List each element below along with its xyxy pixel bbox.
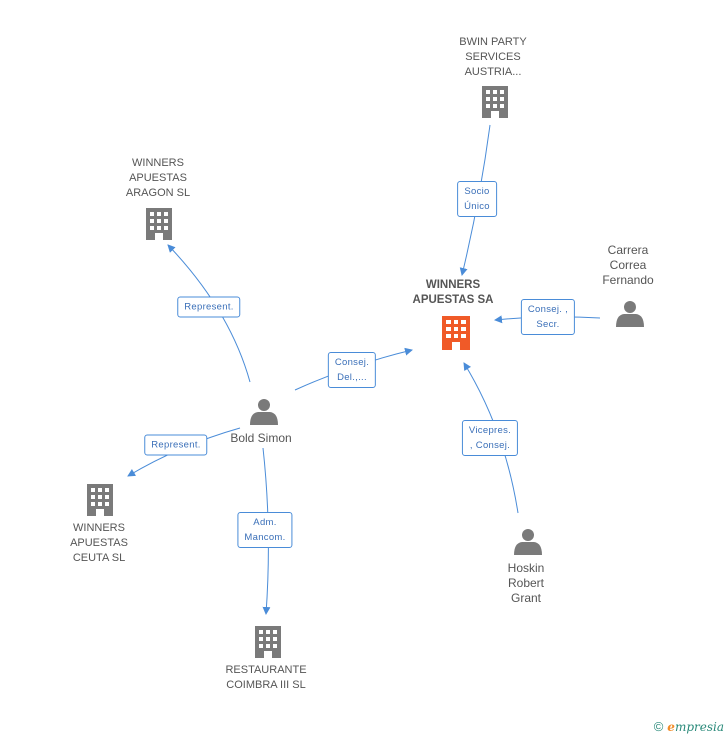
edge-label-bold-coimbra: Adm. Mancom. — [237, 512, 293, 548]
node-label-carrera[interactable]: Carrera Correa Fernando — [602, 243, 654, 287]
edge-label-carrera-center: Consej. , Secr. — [520, 299, 576, 335]
building-icon — [255, 626, 281, 658]
building-icon — [87, 484, 113, 516]
building-icon — [146, 208, 172, 240]
person-icon — [514, 529, 542, 555]
edge-label-bold-center: Consej. Del.,... — [327, 352, 377, 388]
edge-label-bwin-center: Socio Único — [457, 181, 497, 217]
node-label-bwin[interactable]: BWIN PARTY SERVICES AUSTRIA... — [459, 36, 527, 78]
node-label-coimbra[interactable]: RESTAURANTE COIMBRA III SL — [225, 664, 307, 691]
person-icon — [616, 301, 644, 327]
edge-label-hoskin-center: Vicepres. , Consej. — [461, 420, 519, 456]
brand-logo[interactable]: empresia — [667, 719, 724, 734]
center-building-icon — [442, 316, 470, 350]
edge-label-bold-ceuta: Represent. — [144, 434, 208, 456]
copyright-icon: © — [653, 719, 664, 734]
node-label-center[interactable]: WINNERS APUESTAS SA — [412, 279, 494, 306]
edge-label-bold-aragon: Represent. — [177, 296, 241, 318]
footer-credit: © empresia — [654, 719, 724, 734]
node-label-aragon[interactable]: WINNERS APUESTAS ARAGON SL — [125, 157, 191, 199]
node-label-hoskin[interactable]: Hoskin Robert Grant — [507, 561, 545, 605]
node-label-ceuta[interactable]: WINNERS APUESTAS CEUTA SL — [70, 522, 128, 564]
node-label-bold[interactable]: Bold Simon — [230, 431, 292, 445]
building-icon — [482, 86, 508, 118]
person-icon — [250, 399, 278, 425]
